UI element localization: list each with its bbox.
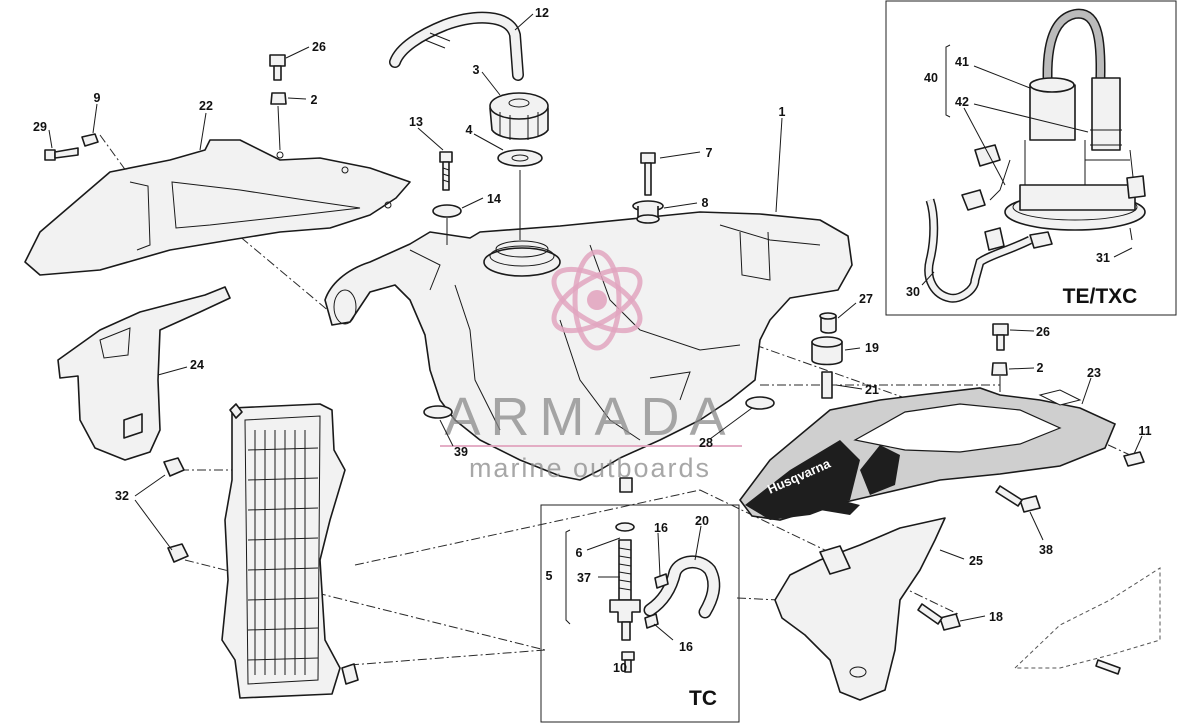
- callout-7: 7: [706, 146, 713, 160]
- inset-box-tc: [540, 504, 740, 723]
- leader-lines: [48, 13, 1143, 668]
- watermark-line-1: ARMADA: [444, 387, 735, 447]
- fuel-pump-assembly: [924, 8, 1146, 303]
- callout-20: 20: [695, 514, 709, 528]
- screw-18: [917, 603, 961, 631]
- clip-32-bottom: [167, 543, 189, 563]
- washer-28: [745, 396, 775, 410]
- partial-guard-far-right: [1013, 567, 1161, 675]
- callout-28: 28: [699, 436, 713, 450]
- cap-seal: [497, 149, 543, 167]
- spacer-27: [820, 315, 837, 334]
- inset-box-te-txc: [885, 0, 1177, 316]
- armada-logo-propeller-icon: [551, 249, 643, 351]
- callout-1: 1: [779, 105, 786, 119]
- vent-hose: [389, 11, 524, 81]
- inset-label-tc: TC: [689, 687, 717, 710]
- callout-37: 37: [577, 571, 591, 585]
- callout-4: 4: [466, 123, 473, 137]
- screw-21: [821, 371, 833, 399]
- screw-38: [995, 485, 1041, 513]
- radiator: [221, 403, 359, 699]
- nut-2-left: [270, 92, 287, 105]
- washer-39: [423, 405, 453, 419]
- callout-5: 5: [546, 569, 553, 583]
- watermark-line-2: marine outboards: [469, 453, 711, 483]
- washer-14: [432, 204, 462, 218]
- rubber-bushing-8: [632, 200, 664, 224]
- callout-18: 18: [989, 610, 1003, 624]
- right-tank-guard-25: [774, 517, 946, 701]
- callout-30: 30: [906, 285, 920, 299]
- screw-26-left: [269, 54, 286, 81]
- callout-12: 12: [535, 6, 549, 20]
- callout-19: 19: [865, 341, 879, 355]
- nut-2-right: [991, 362, 1008, 376]
- callout-13: 13: [409, 115, 423, 129]
- callout-42: 42: [955, 95, 969, 109]
- inset-label-te-txc: TE/TXC: [1063, 285, 1138, 308]
- callout-9: 9: [94, 91, 101, 105]
- callout-26: 26: [312, 40, 326, 54]
- fuel-cap: [489, 92, 549, 140]
- callout-2-right: 2: [1037, 361, 1044, 375]
- callout-24: 24: [190, 358, 204, 372]
- callout-41: 41: [955, 55, 969, 69]
- callout-26-right: 26: [1036, 325, 1050, 339]
- callout-32: 32: [115, 489, 129, 503]
- rubber-bushing-19: [811, 336, 843, 366]
- fuel-tap-assembly: [609, 522, 721, 673]
- callout-23: 23: [1087, 366, 1101, 380]
- screw-29: [44, 147, 79, 161]
- screw-13: [439, 151, 453, 191]
- grommet-9: [81, 133, 99, 147]
- callout-22: 22: [199, 99, 213, 113]
- callout-39: 39: [454, 445, 468, 459]
- clip-32-top: [163, 457, 185, 477]
- callout-38: 38: [1039, 543, 1053, 557]
- callout-25: 25: [969, 554, 983, 568]
- callout-14: 14: [487, 192, 501, 206]
- callout-40: 40: [924, 71, 938, 85]
- callout-8: 8: [702, 196, 709, 210]
- callout-11: 11: [1138, 424, 1151, 438]
- callout-3: 3: [473, 63, 480, 77]
- callout-29: 29: [33, 120, 47, 134]
- callout-10: 10: [613, 661, 627, 675]
- callout-6: 6: [576, 546, 583, 560]
- callout-16-lower: 16: [679, 640, 693, 654]
- screw-7: [640, 152, 656, 196]
- callout-2: 2: [311, 93, 318, 107]
- callout-27: 27: [859, 292, 873, 306]
- right-shroud-23: Husqvarna: [739, 387, 1117, 521]
- callout-labels: 12 26 3 9 2 29 22 13 4 1 7 14 8 27 19 21…: [33, 6, 1152, 675]
- left-tank-guard-24: [57, 286, 231, 461]
- armada-watermark: ARMADA marine outboards: [440, 249, 742, 483]
- left-shroud-bracket-22: [24, 139, 411, 276]
- callout-21: 21: [865, 383, 879, 397]
- callout-16-upper: 16: [654, 521, 668, 535]
- callout-31: 31: [1096, 251, 1110, 265]
- screw-26-right: [992, 323, 1009, 351]
